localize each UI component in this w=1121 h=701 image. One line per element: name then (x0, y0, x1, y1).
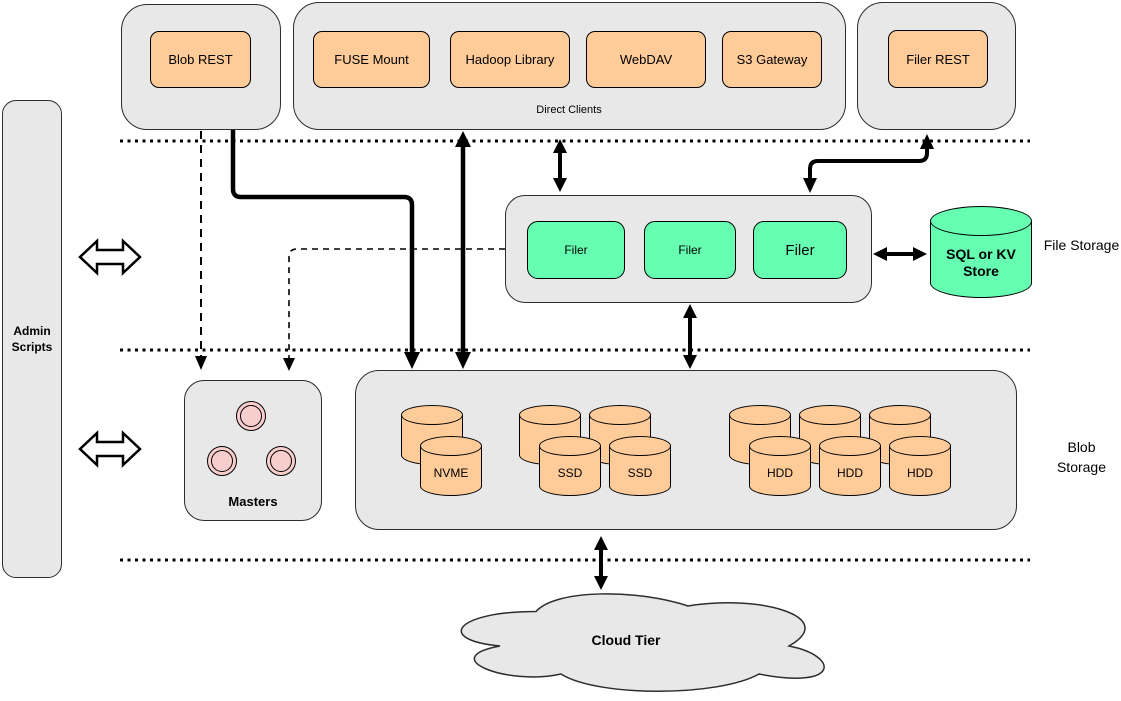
ssd-label: SSD (627, 466, 653, 480)
master-node-icon (236, 401, 266, 431)
filer-box: Filer (527, 221, 625, 279)
filer-rest-box: Filer REST (888, 30, 988, 88)
blob-storage-tier-label: Blob Storage (1056, 439, 1107, 475)
webdav-box: WebDAV (586, 31, 706, 88)
fuse-mount-box: FUSE Mount (313, 31, 430, 88)
cloud-tier-label: Cloud Tier (591, 632, 661, 648)
filer-box: Filer (644, 221, 736, 279)
ssd-volume-cylinder: SSD (609, 436, 671, 496)
edge-clients-volumes (455, 131, 471, 369)
edge-filerrest-filer (803, 134, 934, 193)
filer-box: Filer (753, 221, 847, 279)
sql-kv-store-label: SQL or KV Store (946, 245, 1016, 280)
master-node-icon (266, 446, 296, 476)
nvme-volume-cylinder: NVME (420, 436, 482, 496)
file-storage-tier-label: File Storage (1043, 237, 1120, 253)
edge-clients-filer (553, 139, 567, 192)
nvme-label: NVME (433, 466, 469, 480)
hdd-volume-cylinder: HDD (819, 436, 881, 496)
edge-volumes-cloud (594, 536, 608, 590)
master-node-icon (207, 446, 237, 476)
hadoop-library-box: Hadoop Library (450, 31, 570, 88)
masters-label: Masters (228, 494, 278, 509)
edge-blobrest-masters (195, 131, 207, 370)
hollow-double-arrow-icon (78, 238, 142, 276)
hdd-volume-cylinder: HDD (889, 436, 951, 496)
admin-scripts-label: Admin Scripts (11, 324, 53, 354)
s3-gateway-box: S3 Gateway (722, 31, 822, 88)
hdd-label: HDD (767, 466, 793, 480)
hdd-label: HDD (837, 466, 863, 480)
hdd-volume-cylinder: HDD (749, 436, 811, 496)
edge-filer-volumes (683, 304, 697, 369)
edge-filer-masters (283, 248, 505, 371)
hollow-double-arrow-icon (78, 430, 142, 468)
blob-rest-box: Blob REST (150, 31, 251, 88)
direct-clients-label: Direct Clients (536, 104, 602, 116)
ssd-label: SSD (557, 466, 583, 480)
sql-kv-store-cylinder: SQL or KV Store (930, 206, 1032, 298)
hdd-label: HDD (907, 466, 933, 480)
admin-scripts-panel (2, 100, 62, 578)
ssd-volume-cylinder: SSD (539, 436, 601, 496)
edge-blobrest-volumes (230, 130, 420, 369)
edge-filer-store (873, 247, 927, 261)
